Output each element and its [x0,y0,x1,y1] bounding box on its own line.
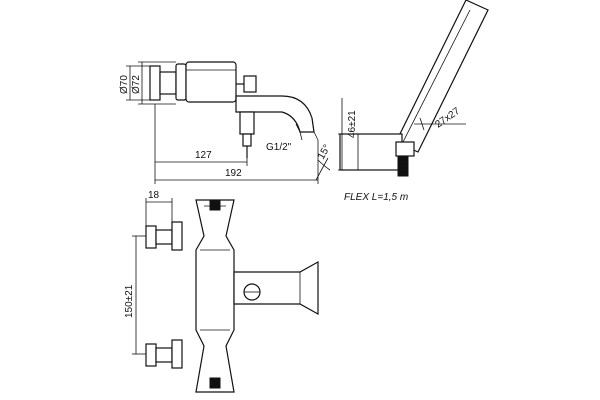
eccentric-connector [159,71,177,95]
spout [235,95,315,133]
dim-thread: G1/2" [266,142,292,153]
wall-flange [149,65,161,101]
flex-label: FLEX L=1,5 m [344,192,408,203]
hand-shower: 46±21 27x27 FLEX L=1,5 m [338,0,489,203]
dim-d70: Ø70 [119,75,130,94]
mixer-body [185,61,237,103]
dim-150: 150±21 [124,284,135,318]
dim-angle15: 15° [316,143,333,162]
body-ring [175,63,187,101]
shower-outlet [239,111,255,135]
dim-d72: Ø72 [131,75,142,94]
diverter-knob [243,75,257,93]
dim-192: 192 [225,168,242,179]
dim-46: 46±21 [347,110,358,138]
shower-holder [339,133,403,171]
dim-127: 127 [195,150,212,161]
thermostatic-body [195,199,235,393]
shower-handle [395,0,489,153]
dim-18: 18 [148,190,160,201]
front-view: 18 150±21 [124,190,319,393]
side-view: Ø70 Ø72 127 G1/2" 192 15° [119,61,333,184]
